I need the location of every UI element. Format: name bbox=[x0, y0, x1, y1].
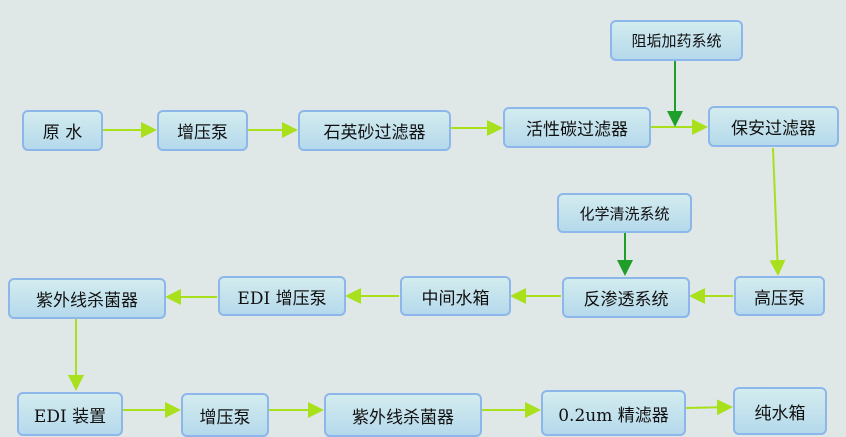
node-pure-water-tank: 纯水箱 bbox=[733, 387, 827, 435]
node-booster-pump-2: 增压泵 bbox=[181, 393, 269, 437]
node-quartz-sand-filter: 石英砂过滤器 bbox=[298, 110, 451, 151]
arrow bbox=[685, 399, 733, 416]
node-activated-carbon-filter: 活性碳过滤器 bbox=[503, 107, 651, 148]
node-intermediate-tank: 中间水箱 bbox=[400, 276, 511, 316]
node-edi-unit: EDI 装置 bbox=[17, 392, 123, 436]
node-booster-pump-1: 增压泵 bbox=[157, 110, 248, 151]
node-fine-filter: 0.2um 精滤器 bbox=[541, 390, 686, 436]
arrow bbox=[769, 147, 786, 276]
node-edi-booster-pump: EDI 增压泵 bbox=[218, 276, 346, 316]
node-security-filter: 保安过滤器 bbox=[708, 106, 839, 147]
flow-arrows bbox=[68, 61, 786, 418]
node-antiscalant-dosing: 阻垢加药系统 bbox=[610, 20, 743, 61]
node-chemical-cleaning: 化学清洗系统 bbox=[557, 193, 692, 233]
node-raw-water: 原 水 bbox=[22, 110, 103, 151]
node-uv-sterilizer-1: 紫外线杀菌器 bbox=[8, 278, 166, 319]
node-high-pressure-pump: 高压泵 bbox=[734, 276, 825, 316]
node-reverse-osmosis: 反渗透系统 bbox=[562, 277, 690, 318]
node-uv-sterilizer-2: 紫外线杀菌器 bbox=[324, 393, 482, 437]
